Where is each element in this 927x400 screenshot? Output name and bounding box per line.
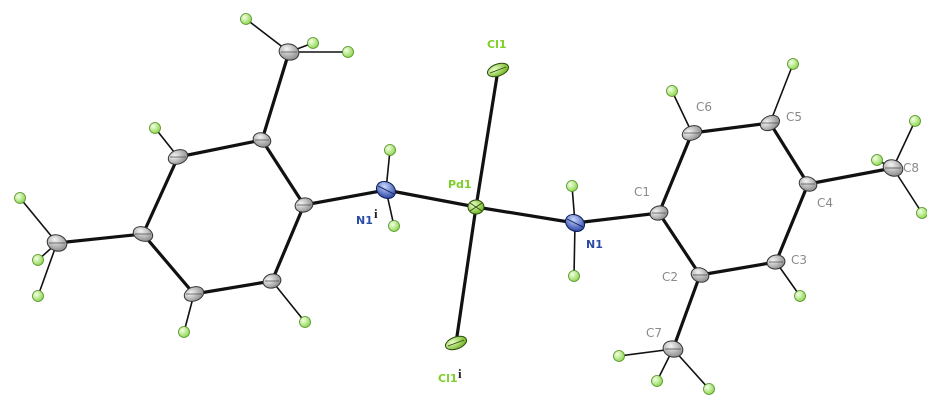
bond-c2-c1 xyxy=(657,211,702,277)
bond-c3i-c4i xyxy=(141,155,180,236)
bond-n1i-c1i xyxy=(302,188,388,207)
bond-c4i-c8i xyxy=(55,232,145,245)
bond-c4-c3 xyxy=(774,182,810,264)
bond-n1-c1 xyxy=(573,211,661,225)
atom-cl1 xyxy=(486,62,510,78)
atom-pd1 xyxy=(467,199,485,215)
bond-c1i-c2i xyxy=(260,138,306,207)
bond-c5i-c6i xyxy=(192,279,274,296)
label-c1: C1 xyxy=(634,185,650,199)
label-cl1: Cl1 xyxy=(487,38,507,51)
label-c7: C7 xyxy=(646,326,662,340)
carbon-principal-axes xyxy=(49,51,901,350)
atom-n1 xyxy=(564,213,586,233)
bond-c2i-c3i xyxy=(176,138,264,159)
bond-c2-c7 xyxy=(671,273,702,351)
bond-c4-c8 xyxy=(806,166,895,186)
label-cl1i: Cl1 xyxy=(438,372,458,385)
label-n1: N1 xyxy=(586,238,603,251)
atom-n1i xyxy=(375,180,397,200)
label-cl1i-superscript: i xyxy=(458,366,462,381)
hydrogen-atoms xyxy=(14,13,927,395)
bond-pd1-n1i xyxy=(384,188,478,209)
bond-c6i-c1i xyxy=(270,203,306,283)
label-pd1: Pd1 xyxy=(448,178,472,191)
label-c2: C2 xyxy=(662,270,678,284)
label-c6: C6 xyxy=(696,100,712,114)
bond-c2i-c7i xyxy=(260,50,291,142)
label-c5: C5 xyxy=(786,110,802,124)
label-n1i-superscript: i xyxy=(374,206,378,221)
bond-pd1-cl1 xyxy=(474,68,500,209)
label-c3: C3 xyxy=(791,253,807,267)
label-n1i: N1 xyxy=(356,214,373,227)
bond-pd1-cl1i xyxy=(454,205,478,345)
bond-c6-c5 xyxy=(690,121,772,135)
bonds xyxy=(55,50,895,351)
label-c8: C8 xyxy=(903,161,919,175)
label-c4: C4 xyxy=(817,196,833,210)
bond-pd1-n1 xyxy=(474,205,577,225)
bond-c3-c2 xyxy=(698,260,778,277)
bond-c1-c6 xyxy=(657,131,694,215)
bond-c4i-c5i xyxy=(141,232,196,296)
atom-cl1i xyxy=(444,335,468,351)
bond-c5-c4 xyxy=(768,121,810,186)
